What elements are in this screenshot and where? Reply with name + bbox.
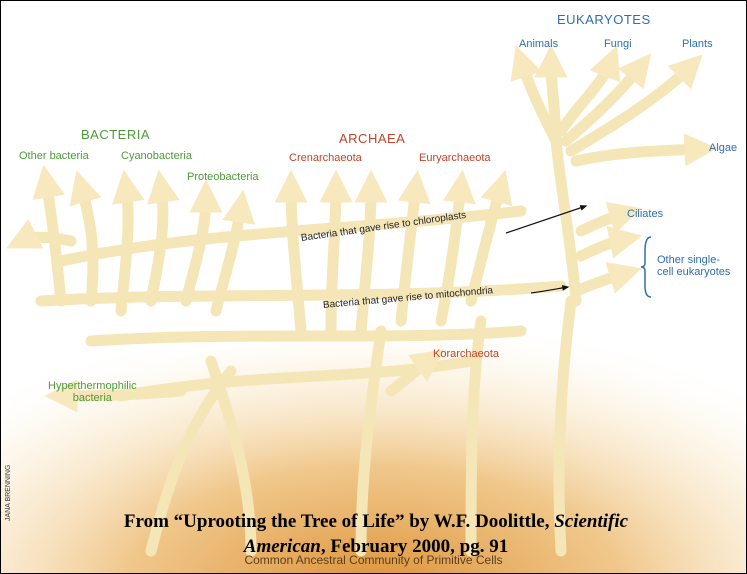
label-korarchaeota: Korarchaeota: [433, 349, 499, 360]
artist-credit: JANA BRENNING: [5, 465, 12, 521]
label-crenarchaeota: Crenarchaeota: [289, 153, 362, 164]
label-animals: Animals: [519, 39, 558, 50]
label-other-bacteria: Other bacteria: [19, 151, 89, 162]
label-euryarchaeota: Euryarchaeota: [419, 153, 491, 164]
label-ciliates: Ciliates: [627, 209, 663, 220]
eukaryotes-header: EUKARYOTES: [557, 13, 651, 26]
bacteria-header: BACTERIA: [81, 128, 150, 141]
label-fungi: Fungi: [604, 39, 632, 50]
archaea-header: ARCHAEA: [339, 132, 405, 145]
caption-prefix: From “Uprooting the Tree of Life” by W.F…: [124, 511, 554, 532]
label-algae: Algae: [709, 143, 737, 154]
caption-suffix: , February 2000, pg. 91: [321, 536, 508, 557]
label-plants: Plants: [682, 39, 713, 50]
label-other-single-cell-eukaryotes: Other single- cell eukaryotes: [657, 254, 730, 278]
source-caption: From “Uprooting the Tree of Life” by W.F…: [111, 509, 641, 559]
label-cyanobacteria: Cyanobacteria: [121, 151, 192, 162]
label-hyperthermophilic-bacteria: Hyperthermophilic bacteria: [48, 380, 137, 404]
label-proteobacteria: Proteobacteria: [187, 172, 259, 183]
